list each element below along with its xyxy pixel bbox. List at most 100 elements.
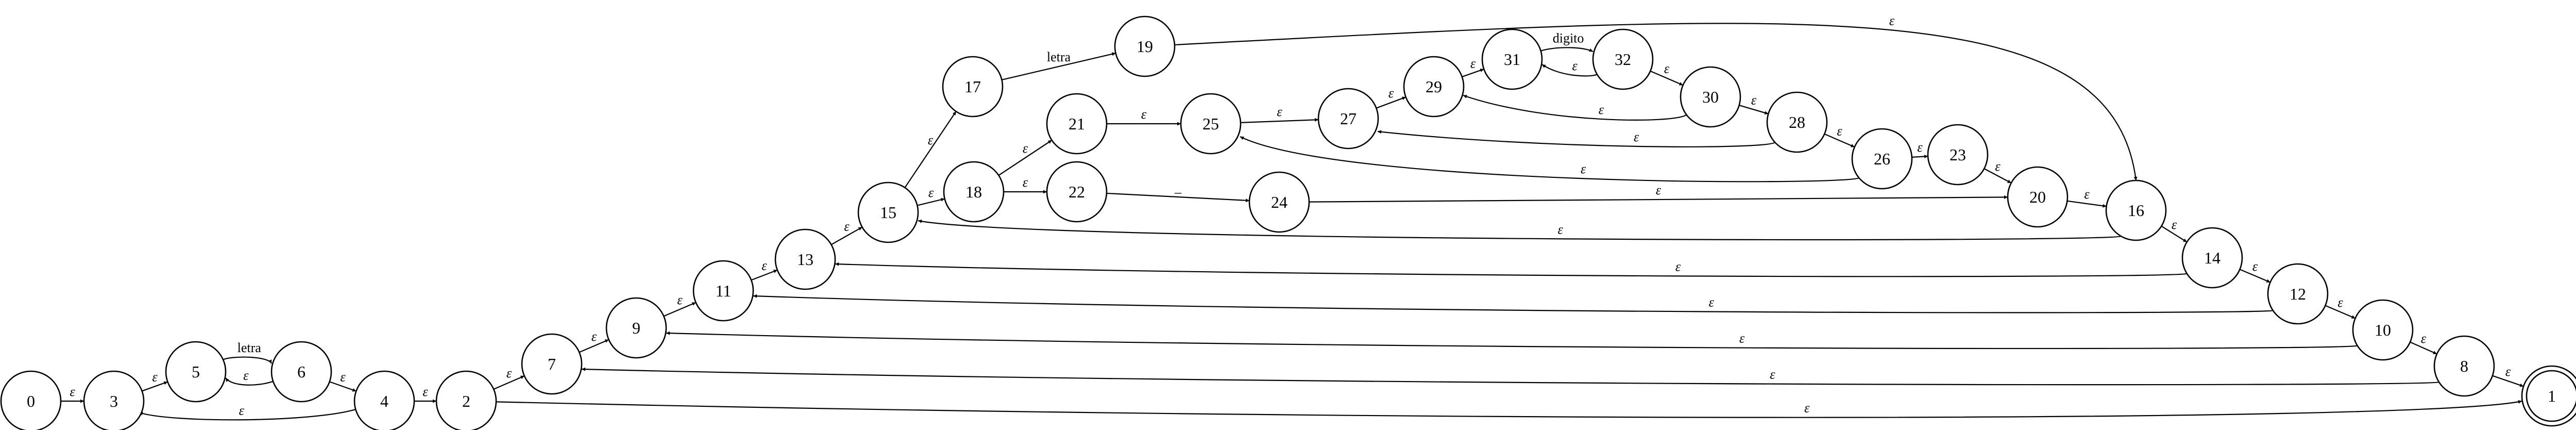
transition-label-5-to-6: letra xyxy=(238,340,262,355)
state-25: 25 xyxy=(1180,93,1242,155)
transition-label-21-to-25: ε xyxy=(1141,107,1147,122)
state-label: 10 xyxy=(2375,321,2391,339)
state-label: 11 xyxy=(716,282,732,300)
transition-3-to-5 xyxy=(142,381,168,392)
transition-16-to-14 xyxy=(2161,225,2188,243)
transition-label-2-to-7: ε xyxy=(506,366,512,381)
state-circle xyxy=(2181,227,2243,289)
transition-label-15-to-18: ε xyxy=(928,185,934,200)
transition-6-to-4 xyxy=(329,381,357,392)
state-10: 10 xyxy=(2352,299,2414,361)
transition-16-to-15 xyxy=(918,219,2122,241)
transition-label-28-to-26: ε xyxy=(1837,124,1842,139)
transition-label-25-to-27: ε xyxy=(1277,104,1282,119)
transition-32-to-31 xyxy=(1541,64,1598,77)
state-circle xyxy=(2267,263,2329,325)
transition-label-0-to-3: ε xyxy=(70,384,75,399)
state-label: 4 xyxy=(380,392,388,410)
state-label: 2 xyxy=(462,392,470,410)
state-5: 5 xyxy=(165,341,227,403)
state-circle xyxy=(0,370,62,430)
transition-label-26-to-25: ε xyxy=(1581,161,1586,176)
transition-label-9-to-11: ε xyxy=(677,292,683,307)
transition-23-to-20 xyxy=(1984,168,2012,184)
state-20: 20 xyxy=(2007,166,2069,228)
state-circle xyxy=(1114,15,1176,77)
state-label: 24 xyxy=(1271,193,1287,211)
transition-label-10-to-9: ε xyxy=(1739,331,1745,346)
transition-28-to-27 xyxy=(1377,130,1775,147)
transition-label-2-to-1: ε xyxy=(1804,401,1810,416)
transition-label-26-to-23: ε xyxy=(1917,140,1923,155)
transition-20-to-16 xyxy=(2067,200,2107,208)
state-circle xyxy=(435,370,497,430)
state-label: 3 xyxy=(110,392,118,410)
state-1: 1 xyxy=(2521,365,2576,427)
transition-10-to-8 xyxy=(2410,341,2437,355)
transition-label-29-to-31: ε xyxy=(1470,56,1476,71)
state-label: 18 xyxy=(965,183,982,201)
state-22: 22 xyxy=(1046,161,1108,223)
transition-30-to-28 xyxy=(1739,105,1769,115)
state-circle xyxy=(83,370,145,430)
state-31: 31 xyxy=(1481,28,1543,90)
state-circle xyxy=(1248,171,1310,233)
state-label: 9 xyxy=(632,319,640,337)
state-label: 5 xyxy=(192,362,200,381)
transition-label-10-to-8: ε xyxy=(2421,331,2427,346)
state-24: 24 xyxy=(1248,171,1310,233)
state-circle xyxy=(2433,335,2495,397)
transition-30-to-29 xyxy=(1463,94,1687,121)
state-2: 2 xyxy=(435,370,497,430)
transition-label-19-to-16: ε xyxy=(1889,13,1895,28)
transition-label-11-to-13: ε xyxy=(761,258,767,273)
state-circle xyxy=(1766,91,1828,153)
state-8: 8 xyxy=(2433,335,2495,397)
state-label: 14 xyxy=(2204,249,2221,267)
state-21: 21 xyxy=(1046,93,1108,155)
state-circle xyxy=(2352,299,2414,361)
state-label: 8 xyxy=(2460,357,2468,375)
state-circle xyxy=(521,333,583,395)
state-26: 26 xyxy=(1851,128,1913,190)
transition-32-to-30 xyxy=(1650,70,1684,86)
transition-label-18-to-21: ε xyxy=(1023,141,1028,156)
transition-label-28-to-27: ε xyxy=(1634,129,1639,144)
state-label: 21 xyxy=(1069,114,1085,133)
transition-label-16-to-14: ε xyxy=(2172,217,2177,232)
state-label: 13 xyxy=(797,250,814,269)
state-label: 32 xyxy=(1615,50,1631,69)
state-label: 31 xyxy=(1504,50,1520,69)
transition-label-32-to-30: ε xyxy=(1664,61,1670,76)
state-label: 7 xyxy=(548,355,556,373)
transition-14-to-13 xyxy=(835,262,2188,277)
transition-8-to-1 xyxy=(2492,375,2524,387)
state-4: 4 xyxy=(353,370,415,430)
transition-2-to-1 xyxy=(496,400,2522,418)
transition-label-8-to-7: ε xyxy=(1770,367,1775,382)
state-circle xyxy=(857,181,919,243)
state-label: 25 xyxy=(1202,114,1219,133)
transition-7-to-9 xyxy=(579,339,609,353)
state-circle xyxy=(605,297,667,359)
state-11: 11 xyxy=(692,260,754,322)
transition-18-to-21 xyxy=(998,140,1053,176)
transition-label-4-to-3: ε xyxy=(239,403,245,418)
state-13: 13 xyxy=(774,228,836,290)
transition-26-to-25 xyxy=(1240,136,1859,183)
state-7: 7 xyxy=(521,333,583,395)
state-28: 28 xyxy=(1766,91,1828,153)
state-19: 19 xyxy=(1114,15,1176,77)
state-circle xyxy=(270,341,332,403)
state-15: 15 xyxy=(857,181,919,243)
state-circle xyxy=(353,370,415,430)
state-circle xyxy=(2007,166,2069,228)
transition-label-8-to-1: ε xyxy=(2505,364,2511,379)
state-circle xyxy=(1927,124,1989,186)
state-label: 0 xyxy=(27,392,35,410)
transition-label-12-to-10: ε xyxy=(2337,295,2343,310)
transition-label-18-to-22: ε xyxy=(1023,175,1028,190)
transition-15-to-18 xyxy=(917,197,945,206)
